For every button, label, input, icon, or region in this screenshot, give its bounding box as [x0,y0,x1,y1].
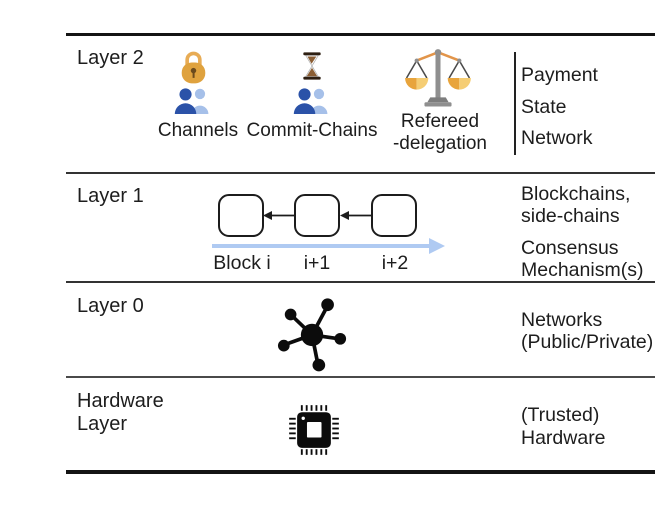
cpu-chip-icon [289,405,339,455]
bottom-rule [66,470,655,474]
block-i-label: Block i [213,252,271,274]
layer1-right-line1: Blockchains, [521,183,631,205]
hardware-layer-label-line1: Hardware [77,390,164,412]
layer2-divider [514,52,516,155]
block-i [218,194,264,237]
refereed-caption-line1: Refereed [400,111,480,132]
balance-scale-icon [405,49,471,107]
top-rule [66,33,655,36]
hourglass-icon [303,52,321,80]
layer2-right-payment: Payment [521,64,598,86]
hardware-layer-label: Hardware Layer [77,390,164,436]
timeline-arrowhead [429,238,445,254]
layer1-right-line2: side-chains [521,205,620,227]
layer0-label: Layer 0 [77,295,144,317]
layer2-right-state: State [521,96,567,118]
hardware-right-line2: Hardware [521,427,606,449]
hardware-right-line1: (Trusted) [521,404,600,426]
separator-layer1-layer0 [66,281,655,283]
block-i2 [371,194,417,237]
block-i1-label: i+1 [303,252,331,274]
layer0-right-line2: (Public/Private) [521,331,654,353]
separator-layer2-layer1 [66,172,655,174]
network-hub-icon [277,298,347,372]
refereed-delegation-caption: Refereed -delegation [383,111,497,155]
two-users-icon [293,88,328,114]
layer1-label: Layer 1 [77,185,144,207]
channels-caption: Channels [157,120,239,141]
layer1-right-line3: Consensus [521,237,619,259]
link-arrowhead-2 [340,211,349,220]
padlock-icon [181,51,206,84]
linked-blocks-diagram [212,194,445,254]
separator-layer0-hardware [66,376,655,378]
block-i2-label: i+2 [381,252,409,274]
two-users-icon [174,88,209,114]
link-arrowhead-1 [263,211,272,220]
refereed-caption-line2: -delegation [392,133,488,154]
layer2-right-network: Network [521,127,593,149]
block-i1 [294,194,340,237]
commit-chains-caption: Commit-Chains [246,120,378,141]
layer2-label: Layer 2 [77,47,144,69]
hardware-layer-label-line2: Layer [77,413,128,435]
layer0-right-line1: Networks [521,309,603,331]
layer1-right-line4: Mechanism(s) [521,259,644,281]
